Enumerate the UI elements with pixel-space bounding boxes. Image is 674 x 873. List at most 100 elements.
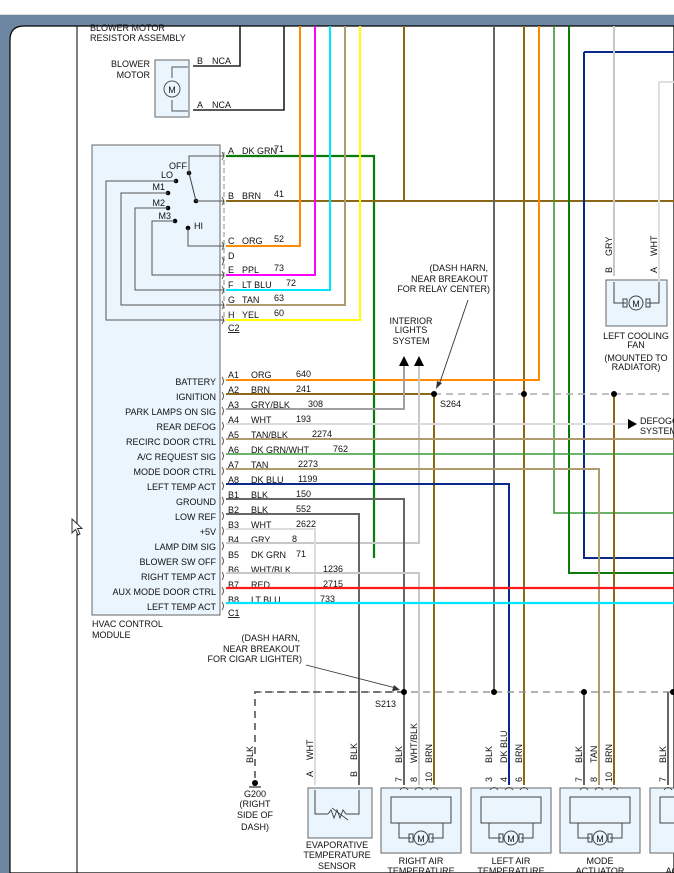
actuator-pin-id: 3 — [484, 777, 494, 782]
s264-leader-line — [438, 299, 469, 386]
mode-actuator[interactable]: M — [559, 787, 641, 854]
wire-blower-b[interactable] — [193, 26, 241, 67]
pin-bracket-icon — [221, 496, 224, 506]
c2-wire-color: TAN — [242, 295, 259, 305]
hvac-module-label-2: MODULE — [92, 630, 131, 640]
motor-symbol-label: M — [168, 85, 176, 95]
s213-note-1: (DASH HARN, — [241, 633, 300, 643]
evap-label-1: EVAPORATIVE — [306, 840, 368, 850]
evap-label-3: SENSOR — [318, 861, 357, 871]
c1-pin-function: LEFT TEMP ACT — [147, 482, 217, 492]
c2-wire-color: BRN — [242, 191, 261, 201]
pin-socket-icon — [414, 787, 424, 791]
c2-wire-color: YEL — [242, 310, 259, 320]
pin-bracket-icon — [221, 586, 224, 596]
wire-c2-h-yel — [226, 26, 361, 321]
c1-pin-function: +5V — [200, 527, 216, 537]
c2-pin-id: F — [228, 280, 234, 290]
c2-pin-id: H — [228, 310, 235, 320]
c1-pin-function: MODE DOOR CTRL — [133, 467, 216, 477]
svg-text:OFF: OFF — [169, 161, 187, 171]
actuator-label-1: MODE — [587, 856, 614, 866]
pin-bracket-icon — [221, 451, 224, 461]
s213-leader-line — [305, 664, 397, 689]
g200-label: G200 — [244, 789, 266, 799]
g200-note-1: (RIGHT — [240, 799, 271, 809]
wire-c2-e-ppl — [226, 26, 316, 276]
c1-pin-id: B2 — [228, 505, 239, 515]
c1-wire-color: GRY/BLK — [251, 400, 290, 410]
wire-c2-c-org — [226, 26, 301, 247]
c2-circuit-number: 52 — [274, 234, 284, 244]
evaporative-temperature-sensor[interactable] — [307, 787, 373, 839]
recirc-actuator[interactable] — [649, 787, 674, 854]
interior-lights-label-2: LIGHTS — [395, 325, 428, 335]
wire-routing — [226, 26, 674, 785]
s264-note-3: FOR RELAY CENTER) — [397, 284, 490, 294]
c2-pin-id: D — [228, 251, 235, 261]
splice-s264[interactable] — [431, 391, 617, 397]
c1-wire-color: WHT — [251, 520, 272, 530]
actuator-wire-color: DK BLU — [499, 730, 509, 763]
c1-wire-color: WHT/BLK — [251, 565, 291, 575]
c1-pin-function: BATTERY — [175, 377, 216, 387]
arrow-up-icon — [399, 356, 409, 366]
s213-note-3: FOR CIGAR LIGHTER) — [207, 654, 302, 664]
splice-s213[interactable] — [401, 689, 674, 695]
left-air-temperature-actuator[interactable]: M — [470, 787, 552, 854]
actuator-pin-id: 4 — [499, 777, 509, 782]
blower-pin-b: B — [197, 56, 203, 66]
c1-pin-id: B7 — [228, 580, 239, 590]
c1-circuit-number: 71 — [296, 549, 306, 559]
blower-motor[interactable]: M — [154, 59, 190, 118]
c2-circuit-number: 73 — [274, 263, 284, 273]
c1-wire-color: BRN — [251, 385, 270, 395]
svg-text:LO: LO — [161, 170, 173, 180]
actuator-wire-color: WHT/BLK — [409, 723, 419, 763]
c1-circuit-number: 2273 — [298, 459, 318, 469]
wire-blower-a[interactable] — [193, 26, 285, 111]
c1-pin-id: B6 — [228, 565, 239, 575]
c1-pin-function: LAMP DIM SIG — [155, 542, 216, 552]
c2-pin-id: C — [228, 236, 235, 246]
fan-pin-b: B — [604, 267, 614, 273]
c1-wire-color: DK GRN/WHT — [251, 445, 309, 455]
left-cooling-fan[interactable]: M — [605, 279, 668, 327]
c1-circuit-number: 552 — [296, 504, 311, 514]
actuator-label-1: RECIRC — [673, 856, 674, 866]
actuator-label-2: TEMPERATURE — [477, 866, 544, 873]
blower-pin-b-wire: NCA — [212, 56, 231, 66]
pin-bracket-icon — [221, 556, 224, 566]
actuator-wire-color: BRN — [424, 744, 434, 763]
pin-bracket-icon — [221, 421, 224, 431]
thermistor-icon — [327, 808, 347, 820]
c1-pin-function: LOW REF — [175, 512, 217, 522]
c1-circuit-number: 762 — [333, 444, 348, 454]
c1-circuit-number: 1199 — [298, 474, 317, 484]
svg-text:M: M — [632, 299, 640, 309]
pin-socket-icon — [489, 787, 499, 791]
c1-pin-id: A6 — [228, 445, 239, 455]
blower-pin-a: A — [197, 100, 203, 110]
c2-wire-color: PPL — [242, 265, 259, 275]
c1-pin-id: A4 — [228, 415, 239, 425]
resistor-assembly-label-2: RESISTOR ASSEMBLY — [90, 33, 186, 43]
wire-c2-g-tan — [226, 26, 346, 306]
actuator-wire-color: BLK — [574, 746, 584, 763]
pin-bracket-icon — [221, 511, 224, 521]
pin-bracket-icon — [221, 256, 224, 266]
c1-pin-function: REAR DEFOG — [156, 422, 216, 432]
right-air-temperature-actuator[interactable]: M — [380, 787, 462, 854]
c2-wire-color: LT BLU — [242, 280, 272, 290]
s213-note-2: NEAR BREAKOUT — [223, 644, 301, 654]
hvac-control-module[interactable] — [91, 144, 221, 616]
pin-bracket-icon — [221, 481, 224, 491]
pin-socket-icon — [609, 787, 619, 791]
c1-circuit-number: 2622 — [296, 519, 316, 529]
c1-pin-id: A8 — [228, 475, 239, 485]
pin-bracket-icon — [221, 270, 224, 280]
fan-wire-wht: WHT — [649, 235, 659, 256]
pin-bracket-icon — [221, 151, 224, 161]
c1-pin-id: B8 — [228, 595, 239, 605]
